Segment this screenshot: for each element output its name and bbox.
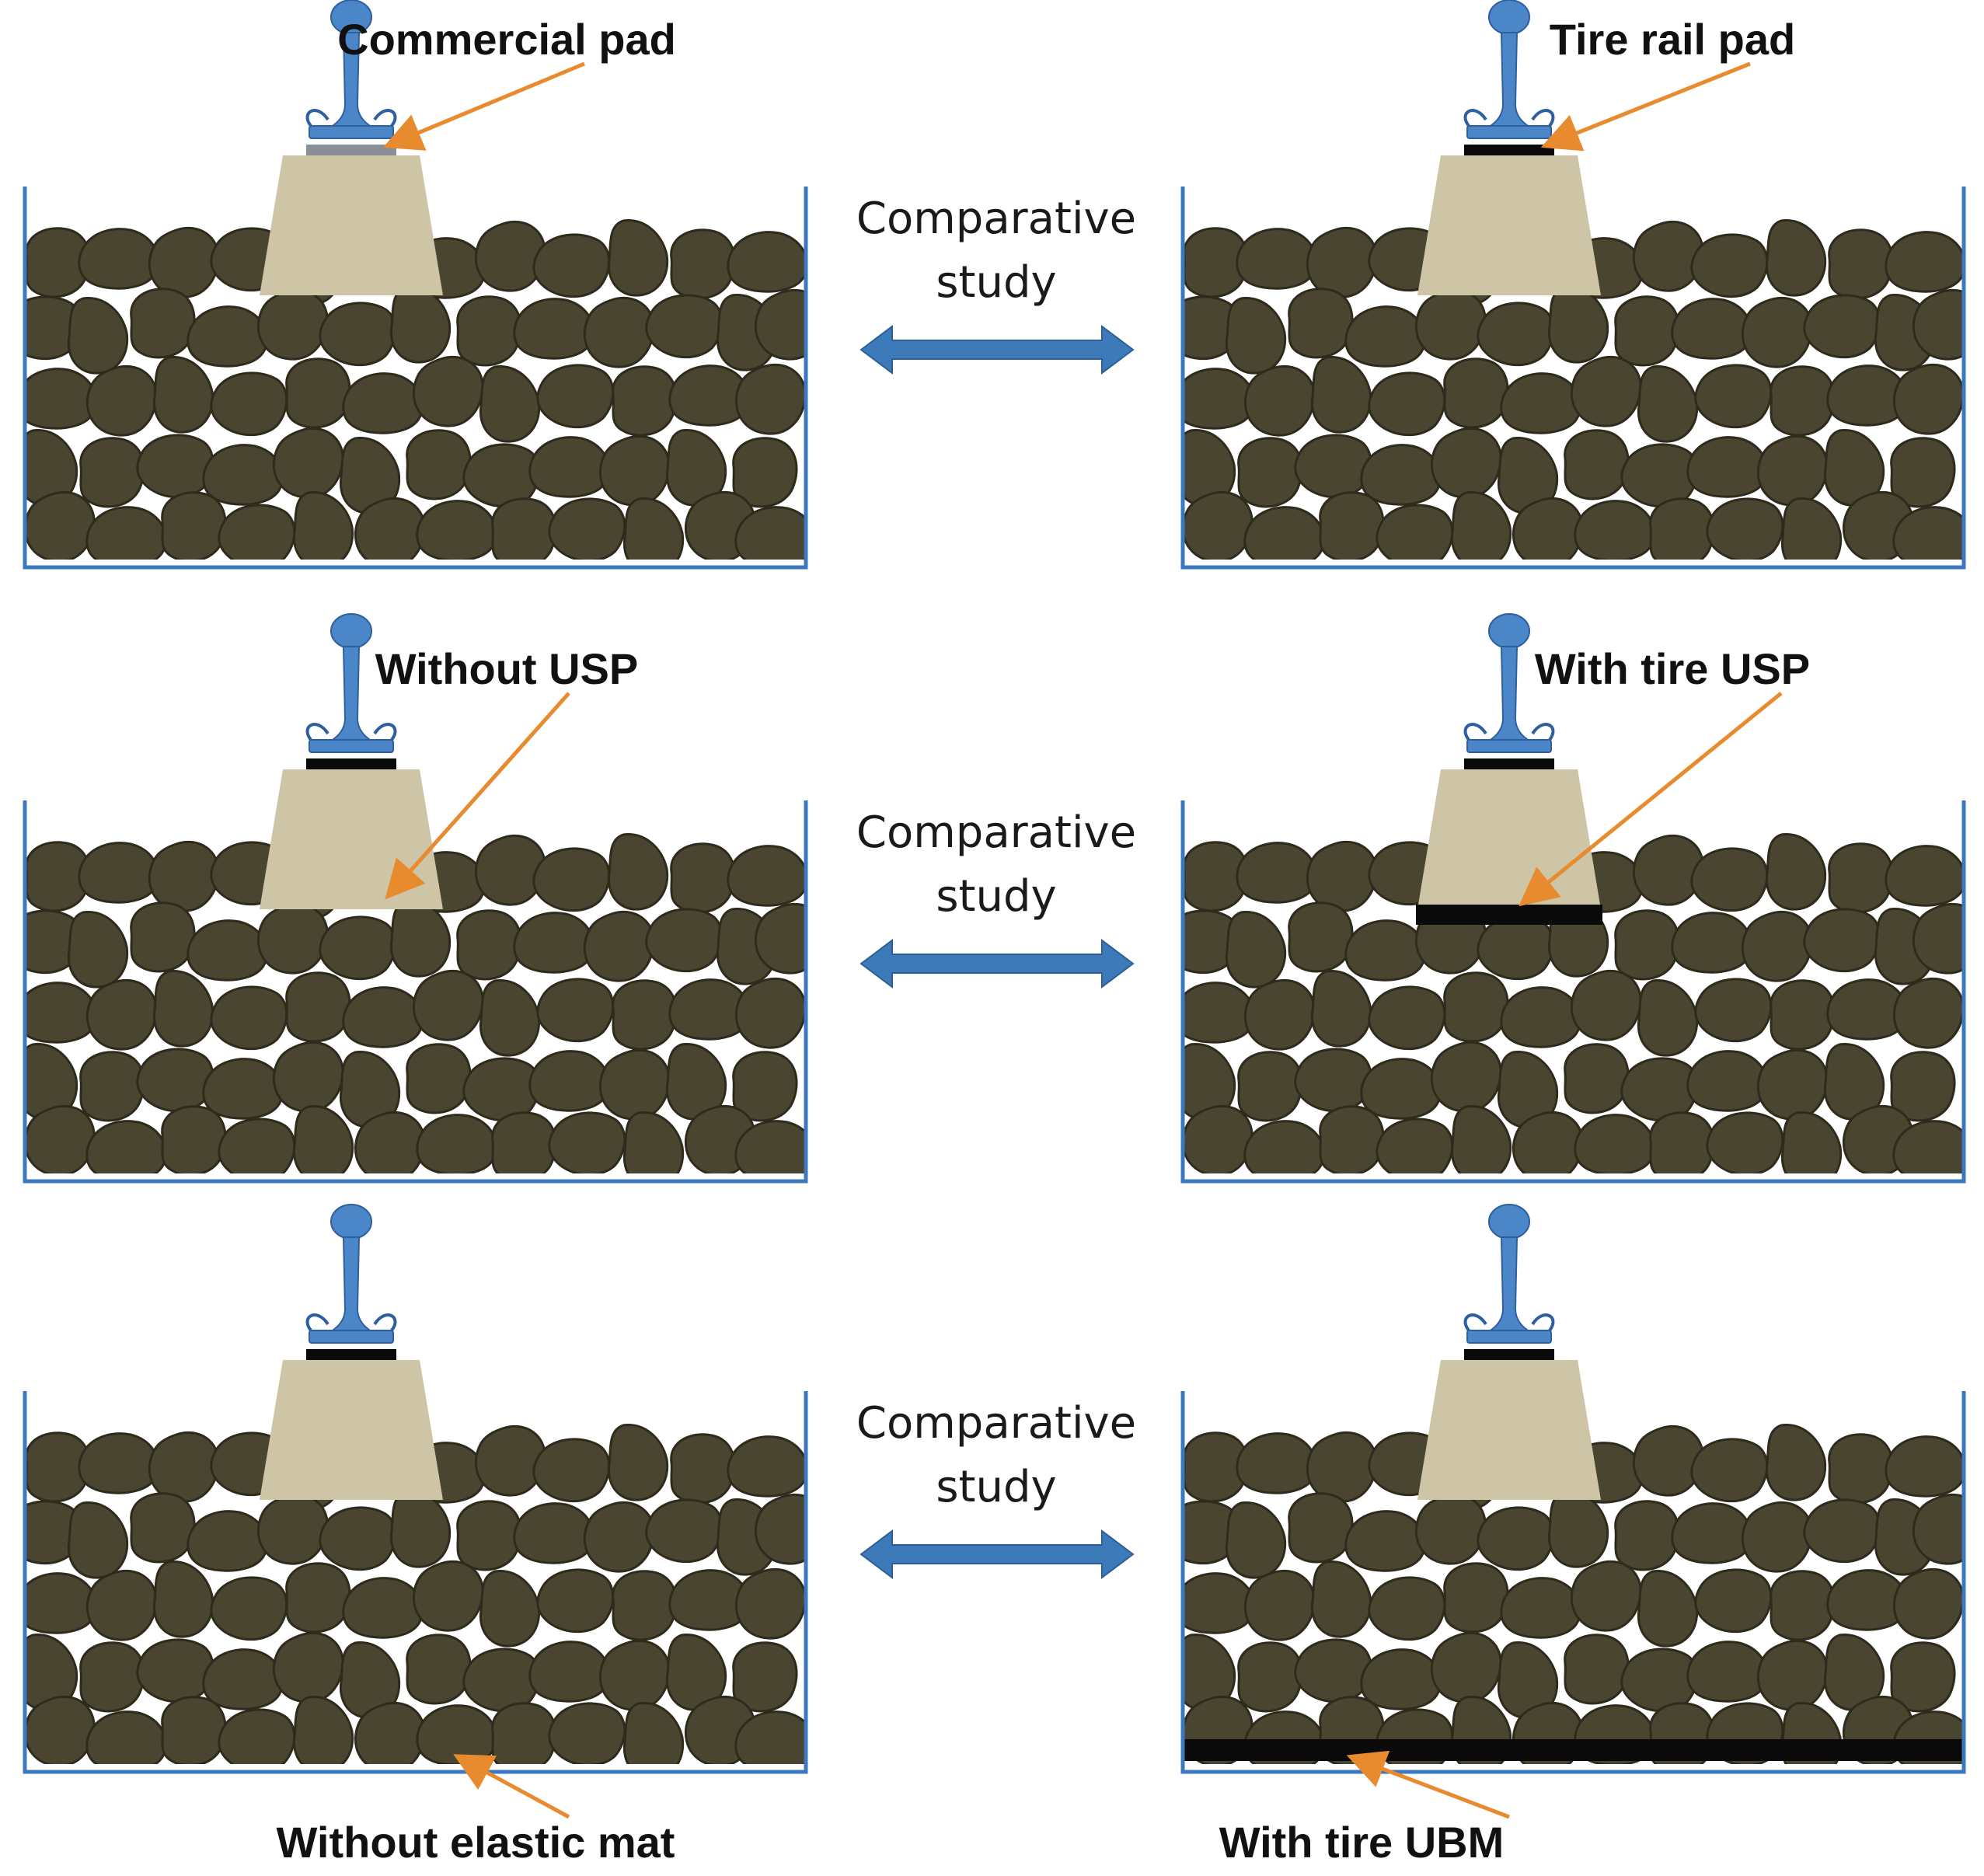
sleeper xyxy=(260,769,443,909)
track-panel-3-right xyxy=(1180,1203,1966,1774)
panel-label: Without USP xyxy=(375,644,639,693)
test-box xyxy=(1180,1391,1966,1774)
pointer-arrow xyxy=(453,1754,570,1819)
rail-pad xyxy=(306,758,396,769)
comparison-text: Comparative xyxy=(856,1398,1136,1449)
comparison-1: Comparative study xyxy=(856,194,1136,375)
comparison-text: study xyxy=(936,871,1056,922)
comparison-3: Comparative study xyxy=(856,1398,1136,1579)
track-panel-3-left xyxy=(23,1203,808,1774)
under-sleeper-pad xyxy=(1416,905,1602,925)
pointer-arrow xyxy=(1519,692,1783,907)
rail-pad xyxy=(1464,758,1554,769)
rail-pad xyxy=(306,145,396,155)
sleeper xyxy=(1417,1360,1601,1500)
sleeper xyxy=(1417,769,1601,909)
pointer-arrow xyxy=(382,61,585,151)
test-box xyxy=(1180,187,1966,570)
track-panel-1-right xyxy=(1180,0,1966,570)
double-arrow-icon xyxy=(860,325,1135,375)
panel-label: With tire UBM xyxy=(1219,1818,1505,1867)
rail-pad xyxy=(306,1349,396,1360)
under-ballast-mat xyxy=(1183,1739,1964,1761)
rail-icon xyxy=(1463,1203,1555,1344)
double-arrow-icon xyxy=(860,1529,1135,1579)
double-arrow-icon xyxy=(860,939,1135,989)
test-box xyxy=(23,800,808,1184)
panel-label: Tire rail pad xyxy=(1550,15,1795,64)
test-box xyxy=(1180,800,1966,1184)
sleeper xyxy=(1417,155,1601,295)
pointer-arrow xyxy=(385,692,570,900)
comparison-text: study xyxy=(936,1462,1056,1512)
pointer-arrow xyxy=(1540,61,1751,152)
pointer-arrow xyxy=(1346,1750,1510,1819)
track-panel-2-right xyxy=(1180,612,1966,1184)
rail-icon xyxy=(305,1203,397,1344)
rail-pad xyxy=(1464,145,1554,155)
panel-label: Commercial pad xyxy=(337,15,676,64)
track-panel-1-left xyxy=(23,0,808,570)
sleeper xyxy=(260,1360,443,1500)
comparison-2: Comparative study xyxy=(856,807,1136,989)
rail-icon xyxy=(1463,0,1555,140)
comparison-text: Comparative xyxy=(856,194,1136,244)
panel-label: With tire USP xyxy=(1535,644,1810,693)
sleeper xyxy=(260,155,443,295)
rail-pad xyxy=(1464,1349,1554,1360)
comparison-text: study xyxy=(936,257,1056,308)
test-box xyxy=(23,187,808,570)
panel-label: Without elastic mat xyxy=(277,1818,675,1867)
comparison-text: Comparative xyxy=(856,807,1136,858)
track-panel-2-left xyxy=(23,612,808,1184)
test-box xyxy=(23,1391,808,1774)
